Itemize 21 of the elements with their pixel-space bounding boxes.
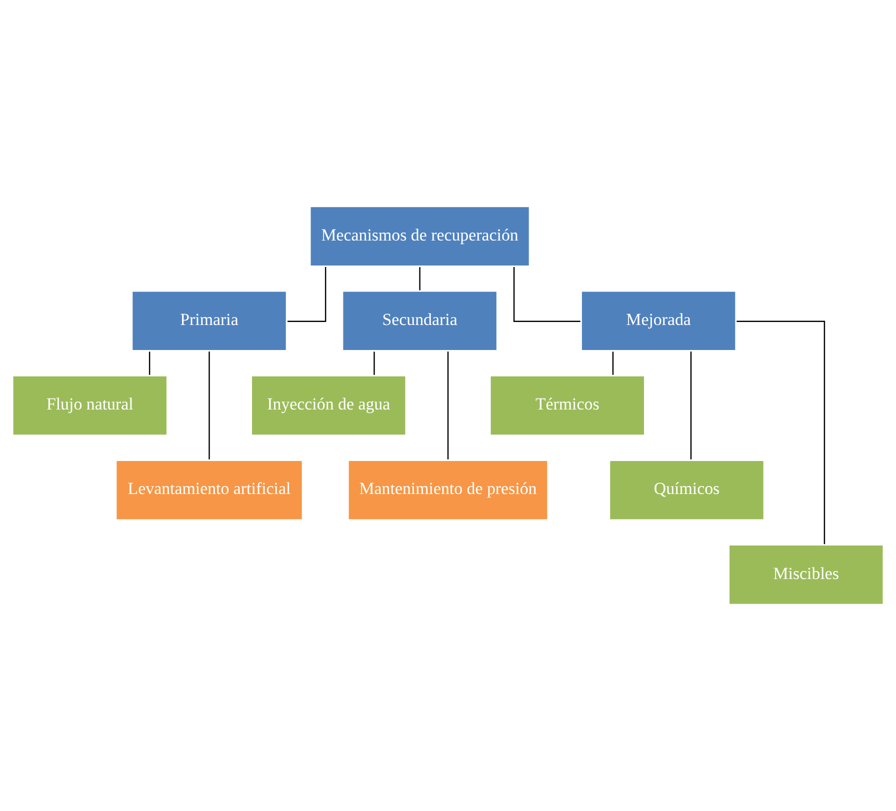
connector <box>447 352 449 460</box>
node-box: Flujo natural <box>10 374 170 438</box>
node-box: Térmicos <box>488 374 647 438</box>
connector <box>374 352 375 375</box>
node-box: Miscibles <box>726 542 886 607</box>
connector <box>612 352 614 375</box>
connector <box>148 352 150 375</box>
node-box: Mecanismos de recuperación <box>308 204 532 268</box>
node-box: Levantamiento artificial <box>114 458 305 522</box>
node-box: Mejorada <box>579 288 738 353</box>
connector <box>736 320 826 544</box>
node-box: Inyección de agua <box>249 374 408 438</box>
connector <box>419 267 420 290</box>
node-box: Secundaria <box>340 288 500 353</box>
connector <box>513 267 580 322</box>
connector <box>690 352 692 460</box>
node-box: Primaria <box>130 288 289 353</box>
connector <box>287 267 326 322</box>
node-box: Mantenimiento de presión <box>346 458 550 522</box>
node-box: Químicos <box>607 458 766 522</box>
connector <box>208 352 210 460</box>
